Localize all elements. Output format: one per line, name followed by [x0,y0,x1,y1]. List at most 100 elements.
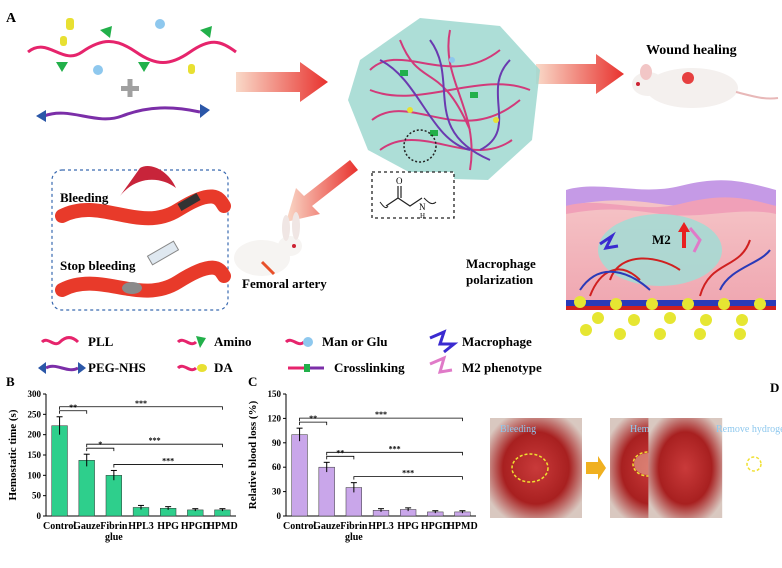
significance-bracket [86,443,223,448]
legend-peg-nhs-swatch [38,362,86,374]
significance-label: *** [389,444,401,453]
x-tick-label: glue [105,532,123,543]
y-tick-label: 30 [272,487,282,497]
bar [78,460,95,517]
arrow-to-femoral-artery-icon [286,160,358,222]
bar [105,475,122,517]
significance-label: * [98,440,102,449]
legend: PLL Amino Man or Glu Macrophage PEG-NHS … [38,329,542,375]
plus-icon [121,79,139,97]
significance-label: *** [135,399,147,408]
macrophage-polarization-label-line2: polarization [466,272,534,287]
x-tick-label: Fibrin [340,521,368,532]
y-tick-label: 0 [37,511,42,521]
x-tick-label: HPGD [421,521,450,532]
arrow-to-hydrogel-icon [236,62,328,102]
x-tick-label: HPL3 [128,521,154,532]
femoral-artery-label: Femoral artery [242,276,327,291]
photo-remove-hydrogel: Remove hydrogel [648,418,782,518]
y-tick-label: 120 [268,413,282,423]
legend-m2-phenotype-swatch [429,355,453,374]
hydrogel-network-illustration [348,18,540,180]
significance-bracket [299,421,328,426]
legend-amino-swatch [176,336,206,348]
x-tick-label: Control [43,521,76,532]
bar [291,434,308,517]
significance-bracket [59,410,88,414]
legend-da-swatch [176,364,207,372]
significance-label: *** [375,410,387,419]
significance-bracket [353,476,463,480]
legend-crosslinking: Crosslinking [334,360,405,375]
y-tick-label: 0 [277,511,282,521]
arrow-right-icon-1 [586,456,606,480]
legend-crosslinking-swatch [288,364,324,372]
panel-label-d: D [770,380,779,395]
significance-label: *** [162,456,174,465]
x-tick-label: Gauze [73,521,101,532]
wound-healing-label: Wound healing [646,43,737,58]
y-tick-label: 200 [28,430,42,440]
photo-bleeding-label: Bleeding [500,424,536,435]
artery-box [51,166,231,311]
photo-bleeding: Bleeding [490,418,582,518]
legend-amino: Amino [214,334,252,349]
x-tick-label: HPL3 [368,521,394,532]
significance-bracket [113,464,223,468]
panel-label-b: B [6,374,15,389]
m2-label: M2 [652,232,671,247]
svg-text:N: N [419,202,426,212]
significance-bracket [299,417,463,422]
svg-text:H: H [420,212,425,220]
panel-label-a: A [6,11,17,26]
y-tick-label: 90 [272,438,282,448]
significance-label: *** [149,436,161,445]
x-tick-label: HPMD [207,521,238,532]
svg-text:O: O [396,176,403,186]
rabbit-illustration [234,212,302,276]
legend-da: DA [214,360,233,375]
stop-bleeding-label: Stop bleeding [60,258,136,273]
bleeding-label: Bleeding [60,190,109,205]
pll-chain-illustration [27,18,237,75]
x-tick-label: Gauze [313,521,341,532]
significance-label: ** [309,414,317,423]
x-tick-label: HPMD [447,521,478,532]
legend-pll-swatch [40,336,80,346]
y-tick-label: 150 [268,389,282,399]
y-tick-label: 150 [28,450,42,460]
y-tick-label: 50 [32,491,42,501]
y-tick-label: 300 [28,389,42,399]
bar [318,466,335,517]
legend-macrophage: Macrophage [462,334,532,349]
y-axis-title: Relative blood loss (%) [247,400,259,509]
significance-bracket [326,455,355,460]
y-tick-label: 100 [28,470,42,480]
x-tick-label: HPGD [181,521,210,532]
significance-bracket [86,447,115,452]
mouse-illustration [632,64,779,108]
photo-remove-hydrogel-label: Remove hydrogel [716,424,782,435]
significance-bracket [326,451,463,456]
legend-man-glu-swatch [284,337,313,347]
x-tick-label: HPG [397,521,419,532]
macrophage-polarization-label-line1: Macrophage [466,256,536,271]
x-tick-label: glue [345,532,363,543]
x-tick-label: Control [283,521,316,532]
legend-man-glu: Man or Glu [322,334,388,349]
significance-label: ** [69,403,77,412]
bar [51,425,68,517]
legend-peg-nhs: PEG-NHS [88,360,146,375]
x-tick-label: HPG [157,521,179,532]
panel-label-c: C [248,374,257,389]
amide-bond-inset: O N H [371,171,455,220]
y-tick-label: 60 [272,462,282,472]
x-tick-label: Fibrin [100,521,128,532]
significance-label: ** [336,448,344,457]
significance-label: *** [402,469,414,478]
y-tick-label: 250 [28,409,42,419]
